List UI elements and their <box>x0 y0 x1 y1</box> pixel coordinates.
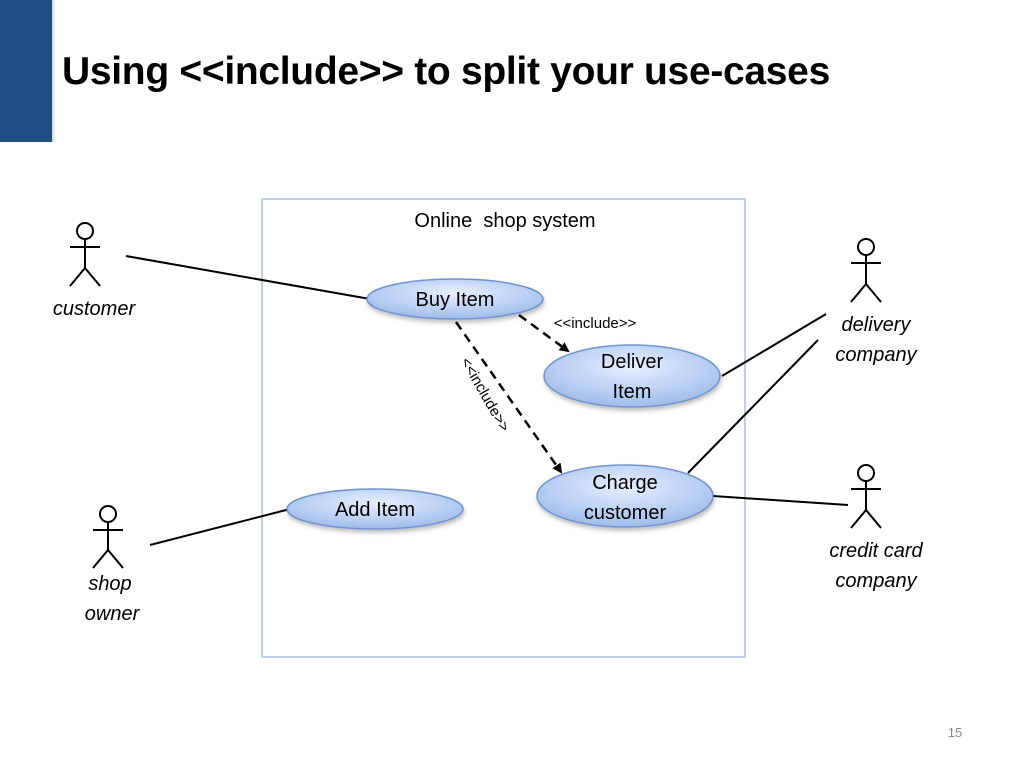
stick-figure-icon <box>92 505 124 569</box>
use-case-charge-customer-label-line-2: customer <box>584 502 667 524</box>
actor-delivery-company-label-line-2: company <box>835 344 917 366</box>
use-case-buy-item-shape <box>366 278 544 320</box>
use-case-charge-customer-label-line-1: Charge <box>592 472 658 494</box>
use-case-add-item-shape <box>286 488 464 530</box>
include-arrow-deliver <box>518 313 570 353</box>
actor-credit-card-company[interactable]: credit card company <box>829 464 924 592</box>
include-label-deliver: <<include>> <box>554 315 637 332</box>
use-case-add-item-label: Add Item <box>335 499 415 521</box>
use-case-deliver-item-shape <box>543 344 721 408</box>
actor-customer-label: customer <box>53 298 137 320</box>
use-case-add-item[interactable]: Add Item <box>286 488 464 530</box>
association-delivery-deliver-item <box>721 313 827 377</box>
use-case-buy-item[interactable]: Buy Item <box>366 278 544 320</box>
system-boundary <box>261 198 746 658</box>
stick-figure-icon <box>850 464 882 529</box>
use-case-charge-customer-shape <box>536 464 714 528</box>
actor-credit-card-company-label-line-1: credit card <box>829 540 923 562</box>
stick-figure-icon <box>850 238 882 303</box>
association-customer-buy-item <box>125 255 371 300</box>
actor-shop-owner-label-line-2: owner <box>85 603 141 625</box>
page-number: 15 <box>947 725 963 740</box>
association-delivery-charge-customer <box>687 339 819 474</box>
title-accent-bar <box>0 0 56 142</box>
slide-title: Using <<include>> to split your use-case… <box>62 50 830 93</box>
system-label: Online shop system <box>414 210 595 232</box>
actor-shop-owner[interactable]: shop owner <box>85 505 141 625</box>
stick-figure-icon <box>69 222 101 287</box>
use-case-charge-customer[interactable]: Charge customer <box>536 464 714 528</box>
association-shop-owner-add-item <box>149 508 291 546</box>
actor-customer[interactable]: customer <box>53 222 137 320</box>
use-case-deliver-item-label-line-2: Item <box>613 381 652 403</box>
actor-shop-owner-label-line-1: shop <box>88 573 131 595</box>
use-case-buy-item-label: Buy Item <box>416 289 495 311</box>
actor-delivery-company-label-line-1: delivery <box>842 314 912 336</box>
actor-delivery-company[interactable]: delivery company <box>835 238 918 366</box>
use-case-deliver-item[interactable]: Deliver Item <box>543 344 721 408</box>
actor-credit-card-company-label-line-2: company <box>835 570 917 592</box>
use-case-deliver-item-label-line-1: Deliver <box>601 351 664 373</box>
association-creditcard-charge-customer <box>712 495 849 506</box>
include-arrow-charge <box>454 321 563 474</box>
